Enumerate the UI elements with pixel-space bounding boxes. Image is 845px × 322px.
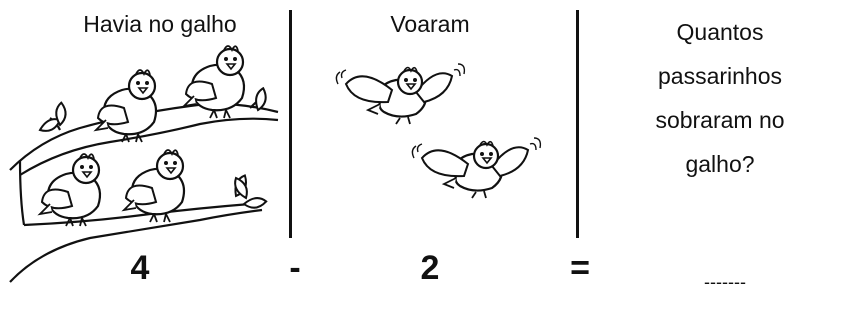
question-line: Quantos — [676, 19, 764, 45]
question-line: galho? — [685, 151, 755, 177]
minus-sign: - — [289, 249, 301, 287]
value-had: 4 — [130, 249, 150, 287]
flying-bird-icon — [335, 62, 466, 126]
heading-had: Havia no galho — [83, 11, 237, 37]
bird-icon — [38, 152, 102, 228]
equals-sign: = — [570, 249, 590, 287]
value-flew: 2 — [420, 249, 440, 287]
question-line: passarinhos — [657, 63, 783, 89]
answer-blank[interactable]: ------- — [704, 272, 746, 292]
heading-flew: Voaram — [390, 11, 470, 37]
column-divider-right — [576, 10, 579, 238]
column-divider-left — [289, 10, 292, 238]
bird-icon — [94, 68, 158, 144]
question-text: Quantos passarinhos sobraram no galho? — [600, 10, 840, 186]
flying-bird-icon — [411, 136, 542, 200]
bird-icon — [182, 44, 246, 120]
question-line: sobraram no — [655, 107, 785, 133]
